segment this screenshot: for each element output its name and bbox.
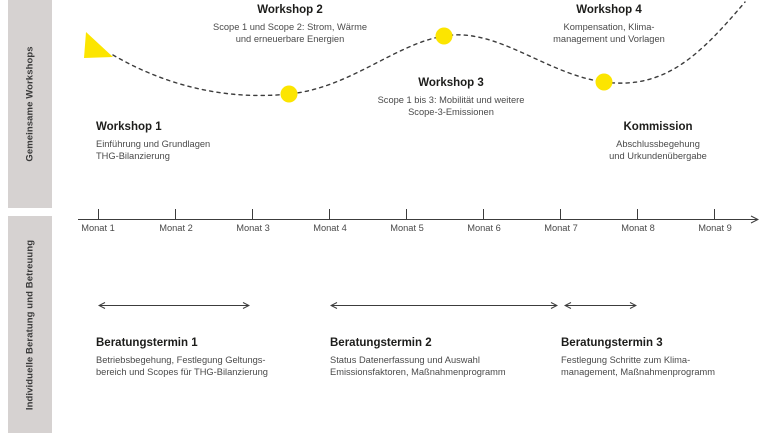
annotation-subtitle-kommission: Abschlussbegehung und Urkundenübergabe (609, 139, 707, 162)
annotation-workshop-3: Workshop 3 Scope 1 bis 3: Mobilität und … (336, 76, 566, 119)
axis-ticks (98, 209, 715, 219)
annotation-workshop-1: Workshop 1 Einführung und Grundlagen THG… (96, 120, 326, 163)
annotation-beratungstermin-3: Beratungstermin 3 Festlegung Schritte zu… (561, 336, 768, 379)
annotation-subtitle-workshop-1: Einführung und Grundlagen THG-Bilanzieru… (96, 139, 211, 162)
annotation-title-beratungstermin-2: Beratungstermin 2 (330, 337, 432, 349)
annotation-subtitle-workshop-2: Scope 1 und Scope 2: Strom, Wärme und er… (213, 22, 367, 45)
annotation-workshop-4: Workshop 4 Kompensation, Klima- manageme… (494, 3, 724, 46)
annotation-subtitle-workshop-4: Kompensation, Klima- management und Vorl… (553, 22, 665, 45)
annotation-title-beratungstermin-1: Beratungstermin 1 (96, 337, 198, 349)
milestone-dot-workshop-2 (280, 85, 298, 103)
axis-tick-label-1: Monat 1 (81, 223, 115, 233)
annotation-title-kommission: Kommission (623, 121, 693, 133)
rail-gemeinsame-workshops: Gemeinsame Workshops (8, 0, 52, 208)
axis-tick-label-5: Monat 5 (390, 223, 424, 233)
annotation-kommission: Kommission Abschlussbegehung und Urkunde… (560, 120, 756, 163)
annotation-beratungstermin-2: Beratungstermin 2 Status Datenerfassung … (330, 336, 560, 379)
axis-tick-label-2: Monat 2 (159, 223, 193, 233)
annotation-subtitle-workshop-3: Scope 1 bis 3: Mobilität und weitere Sco… (377, 95, 525, 118)
annotation-workshop-2: Workshop 2 Scope 1 und Scope 2: Strom, W… (175, 3, 405, 46)
start-triangle-icon (84, 32, 113, 58)
annotation-title-workshop-3: Workshop 3 (418, 77, 484, 89)
axis-tick-label-4: Monat 4 (313, 223, 347, 233)
rail-individuelle-beratung: Individuelle Beratung und Betreuung (8, 216, 52, 433)
annotation-subtitle-beratungstermin-3: Festlegung Schritte zum Klima- managemen… (561, 355, 715, 378)
annotation-title-workshop-2: Workshop 2 (257, 4, 323, 16)
annotation-title-beratungstermin-3: Beratungstermin 3 (561, 337, 663, 349)
milestone-dot-workshop-4 (595, 73, 613, 91)
axis-tick-label-9: Monat 9 (698, 223, 732, 233)
axis-tick-label-8: Monat 8 (621, 223, 655, 233)
annotation-title-workshop-4: Workshop 4 (576, 4, 642, 16)
annotation-title-workshop-1: Workshop 1 (96, 121, 162, 133)
annotation-subtitle-beratungstermin-2: Status Datenerfassung und Auswahl Emissi… (330, 355, 506, 378)
annotation-beratungstermin-1: Beratungstermin 1 Betriebsbegehung, Fest… (96, 336, 332, 379)
annotation-subtitle-beratungstermin-1: Betriebsbegehung, Festlegung Geltungs- b… (96, 355, 268, 378)
axis-tick-label-7: Monat 7 (544, 223, 578, 233)
axis-tick-label-6: Monat 6 (467, 223, 501, 233)
milestone-dot-workshop-3 (435, 27, 453, 45)
axis-tick-label-3: Monat 3 (236, 223, 270, 233)
